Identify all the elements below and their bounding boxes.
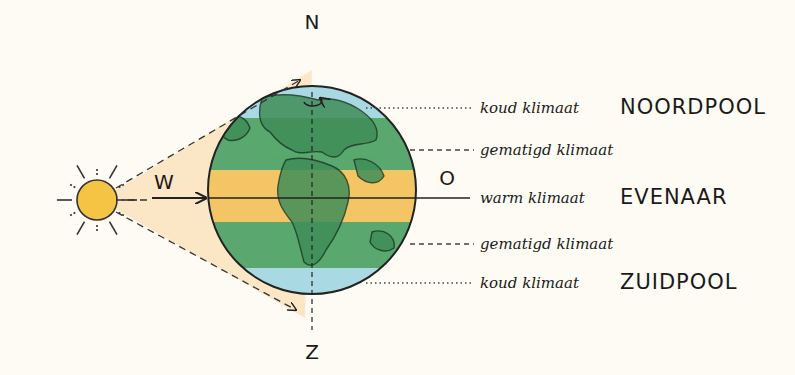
east-label: O xyxy=(439,167,455,189)
west-label: W xyxy=(154,171,174,193)
globe xyxy=(200,80,430,300)
pole-label: ZUIDPOOL xyxy=(620,271,738,294)
south-label: Z xyxy=(305,341,319,363)
north-label: N xyxy=(305,11,320,33)
climate-label: gematigd klimaat xyxy=(480,236,613,253)
sun-rays xyxy=(57,165,137,234)
pole-label: NOORDPOOL xyxy=(620,96,766,119)
climate-label: gematigd klimaat xyxy=(480,142,613,159)
sun xyxy=(77,180,117,220)
climate-label: warm klimaat xyxy=(480,190,585,207)
equator-label: EVENAAR xyxy=(620,186,728,209)
climate-label: koud klimaat xyxy=(480,275,579,292)
climate-label: koud klimaat xyxy=(480,100,579,117)
